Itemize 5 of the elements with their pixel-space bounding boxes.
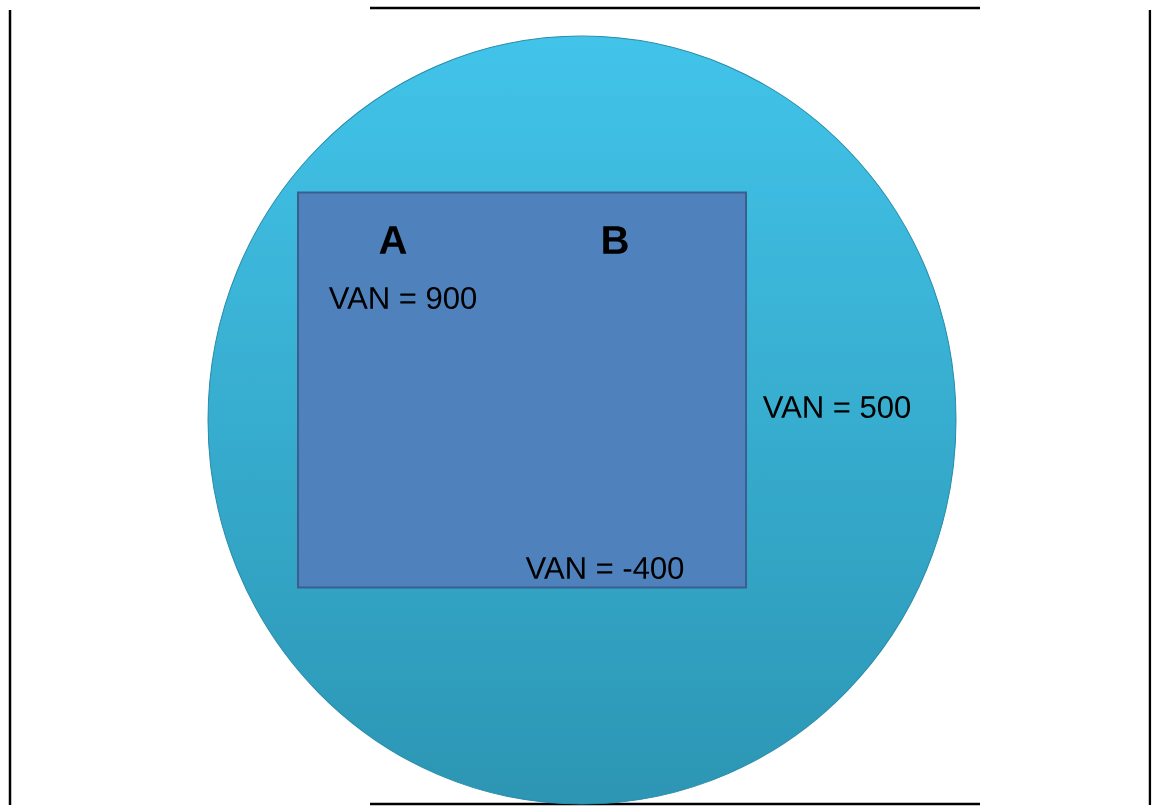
- letter-label: B: [603, 226, 628, 254]
- value-label: VAN = 900: [328, 287, 476, 309]
- letter-label: A: [379, 226, 407, 254]
- value-label: VAN = 500: [762, 396, 910, 418]
- value-label: VAN = -400: [525, 557, 684, 579]
